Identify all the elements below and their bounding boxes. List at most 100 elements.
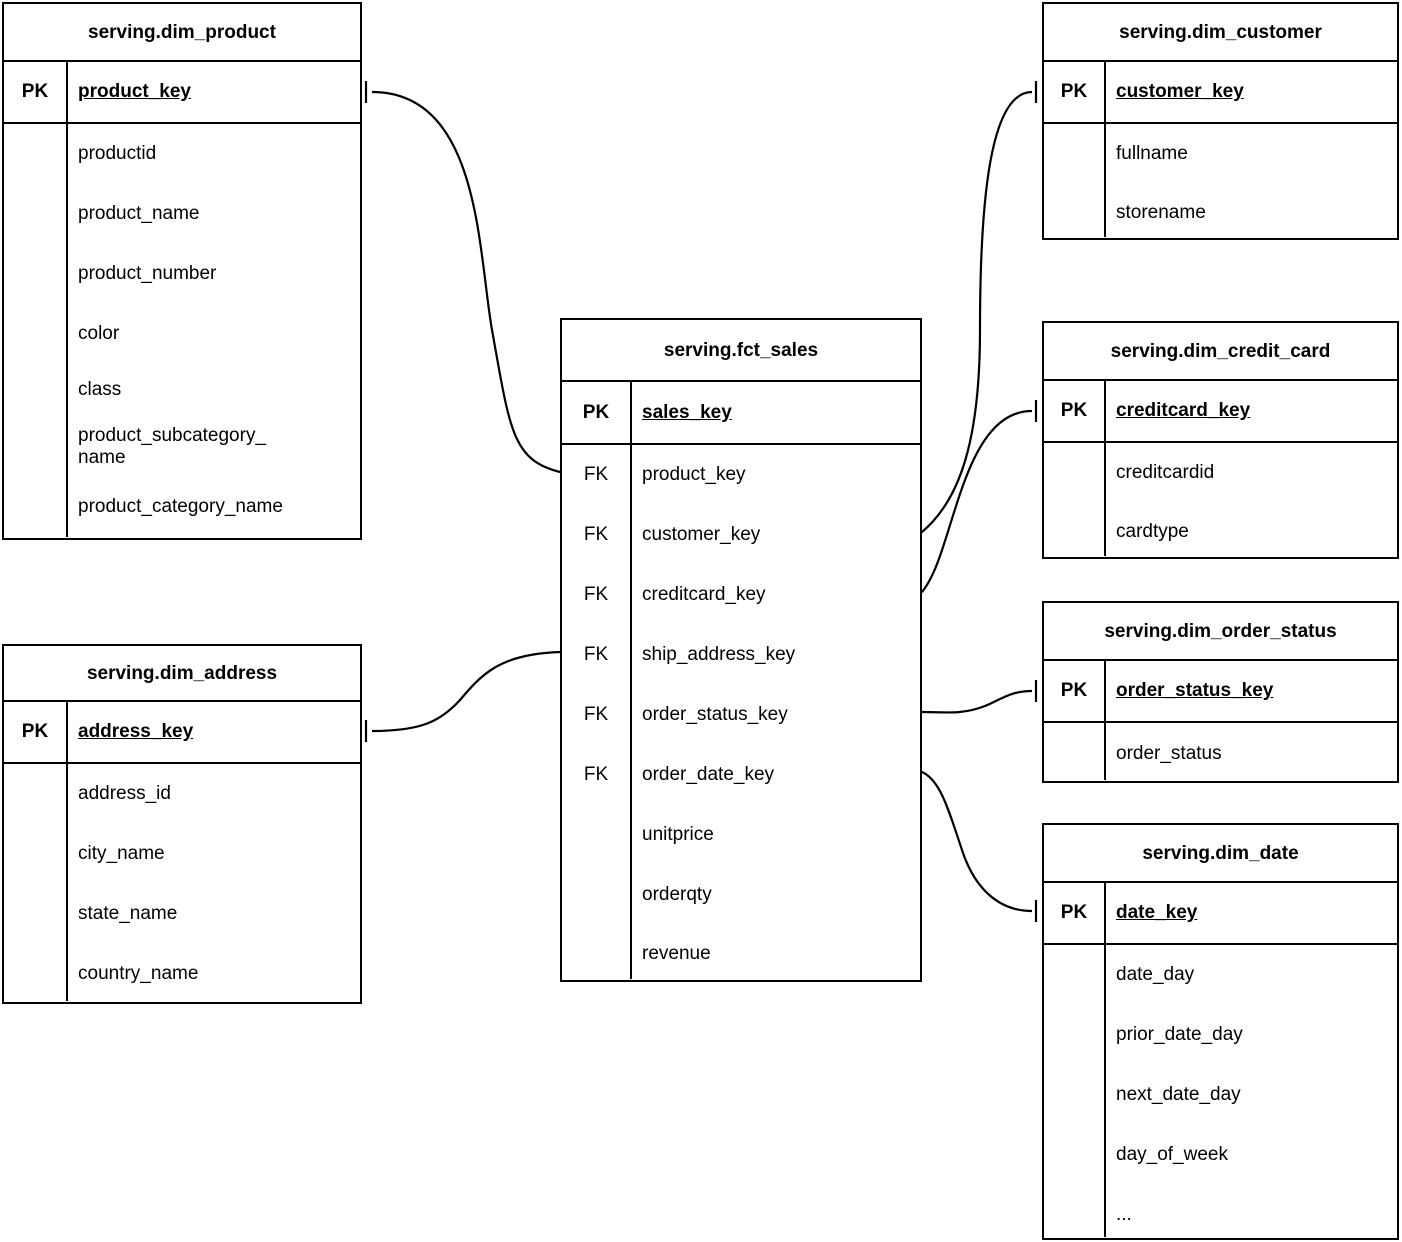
field-keytag: PK — [1060, 680, 1088, 702]
field-name: unitprice — [642, 824, 714, 846]
field-row-dim_product-product-category-name[interactable]: product_category_name — [4, 478, 360, 536]
field-row-fct_sales-order-date-key[interactable]: FK order_date_key — [562, 745, 920, 805]
field-row-dim_address-address-key[interactable]: PK address_key — [4, 702, 360, 764]
field-name: customer_key — [642, 524, 761, 546]
field-name: product_category_name — [78, 496, 283, 518]
field-name: orderqty — [642, 884, 712, 906]
field-name: product_key — [642, 464, 746, 486]
field-row-fct_sales-orderqty[interactable]: orderqty — [562, 865, 920, 925]
field-keytag: FK — [583, 764, 609, 786]
field-row-dim_date-date-day[interactable]: date_day — [1044, 945, 1397, 1005]
field-name: address_id — [78, 783, 171, 805]
relationship-customer-to-sales — [921, 90, 1033, 533]
entity-title-dim_product: serving.dim_product — [4, 4, 360, 62]
field-row-dim_customer-customer-key[interactable]: PK customer_key — [1044, 62, 1397, 124]
entity-title-dim_address: serving.dim_address — [4, 646, 360, 702]
field-row-dim_date-date-key[interactable]: PK date_key — [1044, 883, 1397, 945]
field-name: product_name — [78, 203, 200, 225]
field-row-dim_product-product-name[interactable]: product_name — [4, 184, 360, 244]
field-row-dim_product-productid[interactable]: productid — [4, 124, 360, 184]
key-column-divider — [1104, 381, 1106, 556]
entity-title-dim_customer: serving.dim_customer — [1044, 4, 1397, 62]
field-row-dim_date-...[interactable]: ... — [1044, 1185, 1397, 1242]
field-row-dim_product-class[interactable]: class — [4, 364, 360, 416]
key-column-divider — [66, 62, 68, 537]
field-row-dim_credit_card-creditcardid[interactable]: creditcardid — [1044, 443, 1397, 503]
field-row-dim_address-state-name[interactable]: state_name — [4, 884, 360, 944]
field-name: order_status_key — [642, 704, 788, 726]
key-column-divider — [630, 382, 632, 979]
field-keytag: FK — [583, 644, 609, 666]
field-name: product_key — [78, 81, 191, 103]
field-name: fullname — [1116, 143, 1188, 165]
entity-title-dim_order_status: serving.dim_order_status — [1044, 603, 1397, 661]
field-name: order_date_key — [642, 764, 775, 786]
relationship-product-to-sales — [371, 90, 561, 474]
field-name: revenue — [642, 943, 711, 965]
field-row-dim_credit_card-cardtype[interactable]: cardtype — [1044, 503, 1397, 561]
field-row-dim_date-prior-date-day[interactable]: prior_date_day — [1044, 1005, 1397, 1065]
relationship-creditcard-to-sales — [921, 409, 1033, 593]
field-name: date_key — [1116, 902, 1198, 924]
field-keytag: PK — [21, 721, 49, 743]
field-row-fct_sales-customer-key[interactable]: FK customer_key — [562, 505, 920, 565]
field-keytag: FK — [583, 524, 609, 546]
field-row-dim_customer-storename[interactable]: storename — [1044, 184, 1397, 242]
field-row-dim_address-city-name[interactable]: city_name — [4, 824, 360, 884]
field-name: order_status — [1116, 743, 1222, 765]
field-name: ship_address_key — [642, 644, 796, 666]
field-row-dim_order_status-order-status[interactable]: order_status — [1044, 723, 1397, 785]
entity-title-dim_credit_card: serving.dim_credit_card — [1044, 323, 1397, 381]
field-name: creditcardid — [1116, 462, 1215, 484]
entity-fields-dim_order_status: PK order_status_key order_status — [1044, 661, 1397, 780]
field-name: product_subcategory_ name — [78, 425, 267, 468]
field-name: day_of_week — [1116, 1144, 1228, 1166]
field-name: address_key — [78, 721, 194, 743]
field-row-dim_address-address-id[interactable]: address_id — [4, 764, 360, 824]
relationship-date-to-sales — [921, 770, 1033, 913]
field-row-fct_sales-revenue[interactable]: revenue — [562, 925, 920, 983]
field-name: order_status_key — [1116, 680, 1274, 702]
field-name: creditcard_key — [642, 584, 766, 606]
field-name: customer_key — [1116, 81, 1244, 103]
field-keytag: PK — [1060, 81, 1088, 103]
field-name: sales_key — [642, 401, 732, 423]
field-row-dim_product-color[interactable]: color — [4, 304, 360, 364]
field-name: date_day — [1116, 964, 1195, 986]
field-keytag: PK — [1060, 902, 1088, 924]
field-row-dim_date-day-of-week[interactable]: day_of_week — [1044, 1125, 1397, 1185]
field-row-dim_date-next-date-day[interactable]: next_date_day — [1044, 1065, 1397, 1125]
field-row-dim_order_status-order-status-key[interactable]: PK order_status_key — [1044, 661, 1397, 723]
field-row-fct_sales-ship-address-key[interactable]: FK ship_address_key — [562, 625, 920, 685]
field-row-fct_sales-order-status-key[interactable]: FK order_status_key — [562, 685, 920, 745]
field-keytag: FK — [583, 704, 609, 726]
field-name: next_date_day — [1116, 1084, 1241, 1106]
field-row-dim_product-product-subcategory--name[interactable]: product_subcategory_ name — [4, 416, 360, 478]
field-row-dim_customer-fullname[interactable]: fullname — [1044, 124, 1397, 184]
field-name: productid — [78, 143, 157, 165]
key-column-divider — [1104, 661, 1106, 780]
field-row-dim_address-country-name[interactable]: country_name — [4, 944, 360, 1004]
field-row-dim_product-product-number[interactable]: product_number — [4, 244, 360, 304]
field-name: creditcard_key — [1116, 400, 1251, 422]
key-column-divider — [1104, 883, 1106, 1237]
field-row-fct_sales-unitprice[interactable]: unitprice — [562, 805, 920, 865]
field-name: prior_date_day — [1116, 1024, 1243, 1046]
